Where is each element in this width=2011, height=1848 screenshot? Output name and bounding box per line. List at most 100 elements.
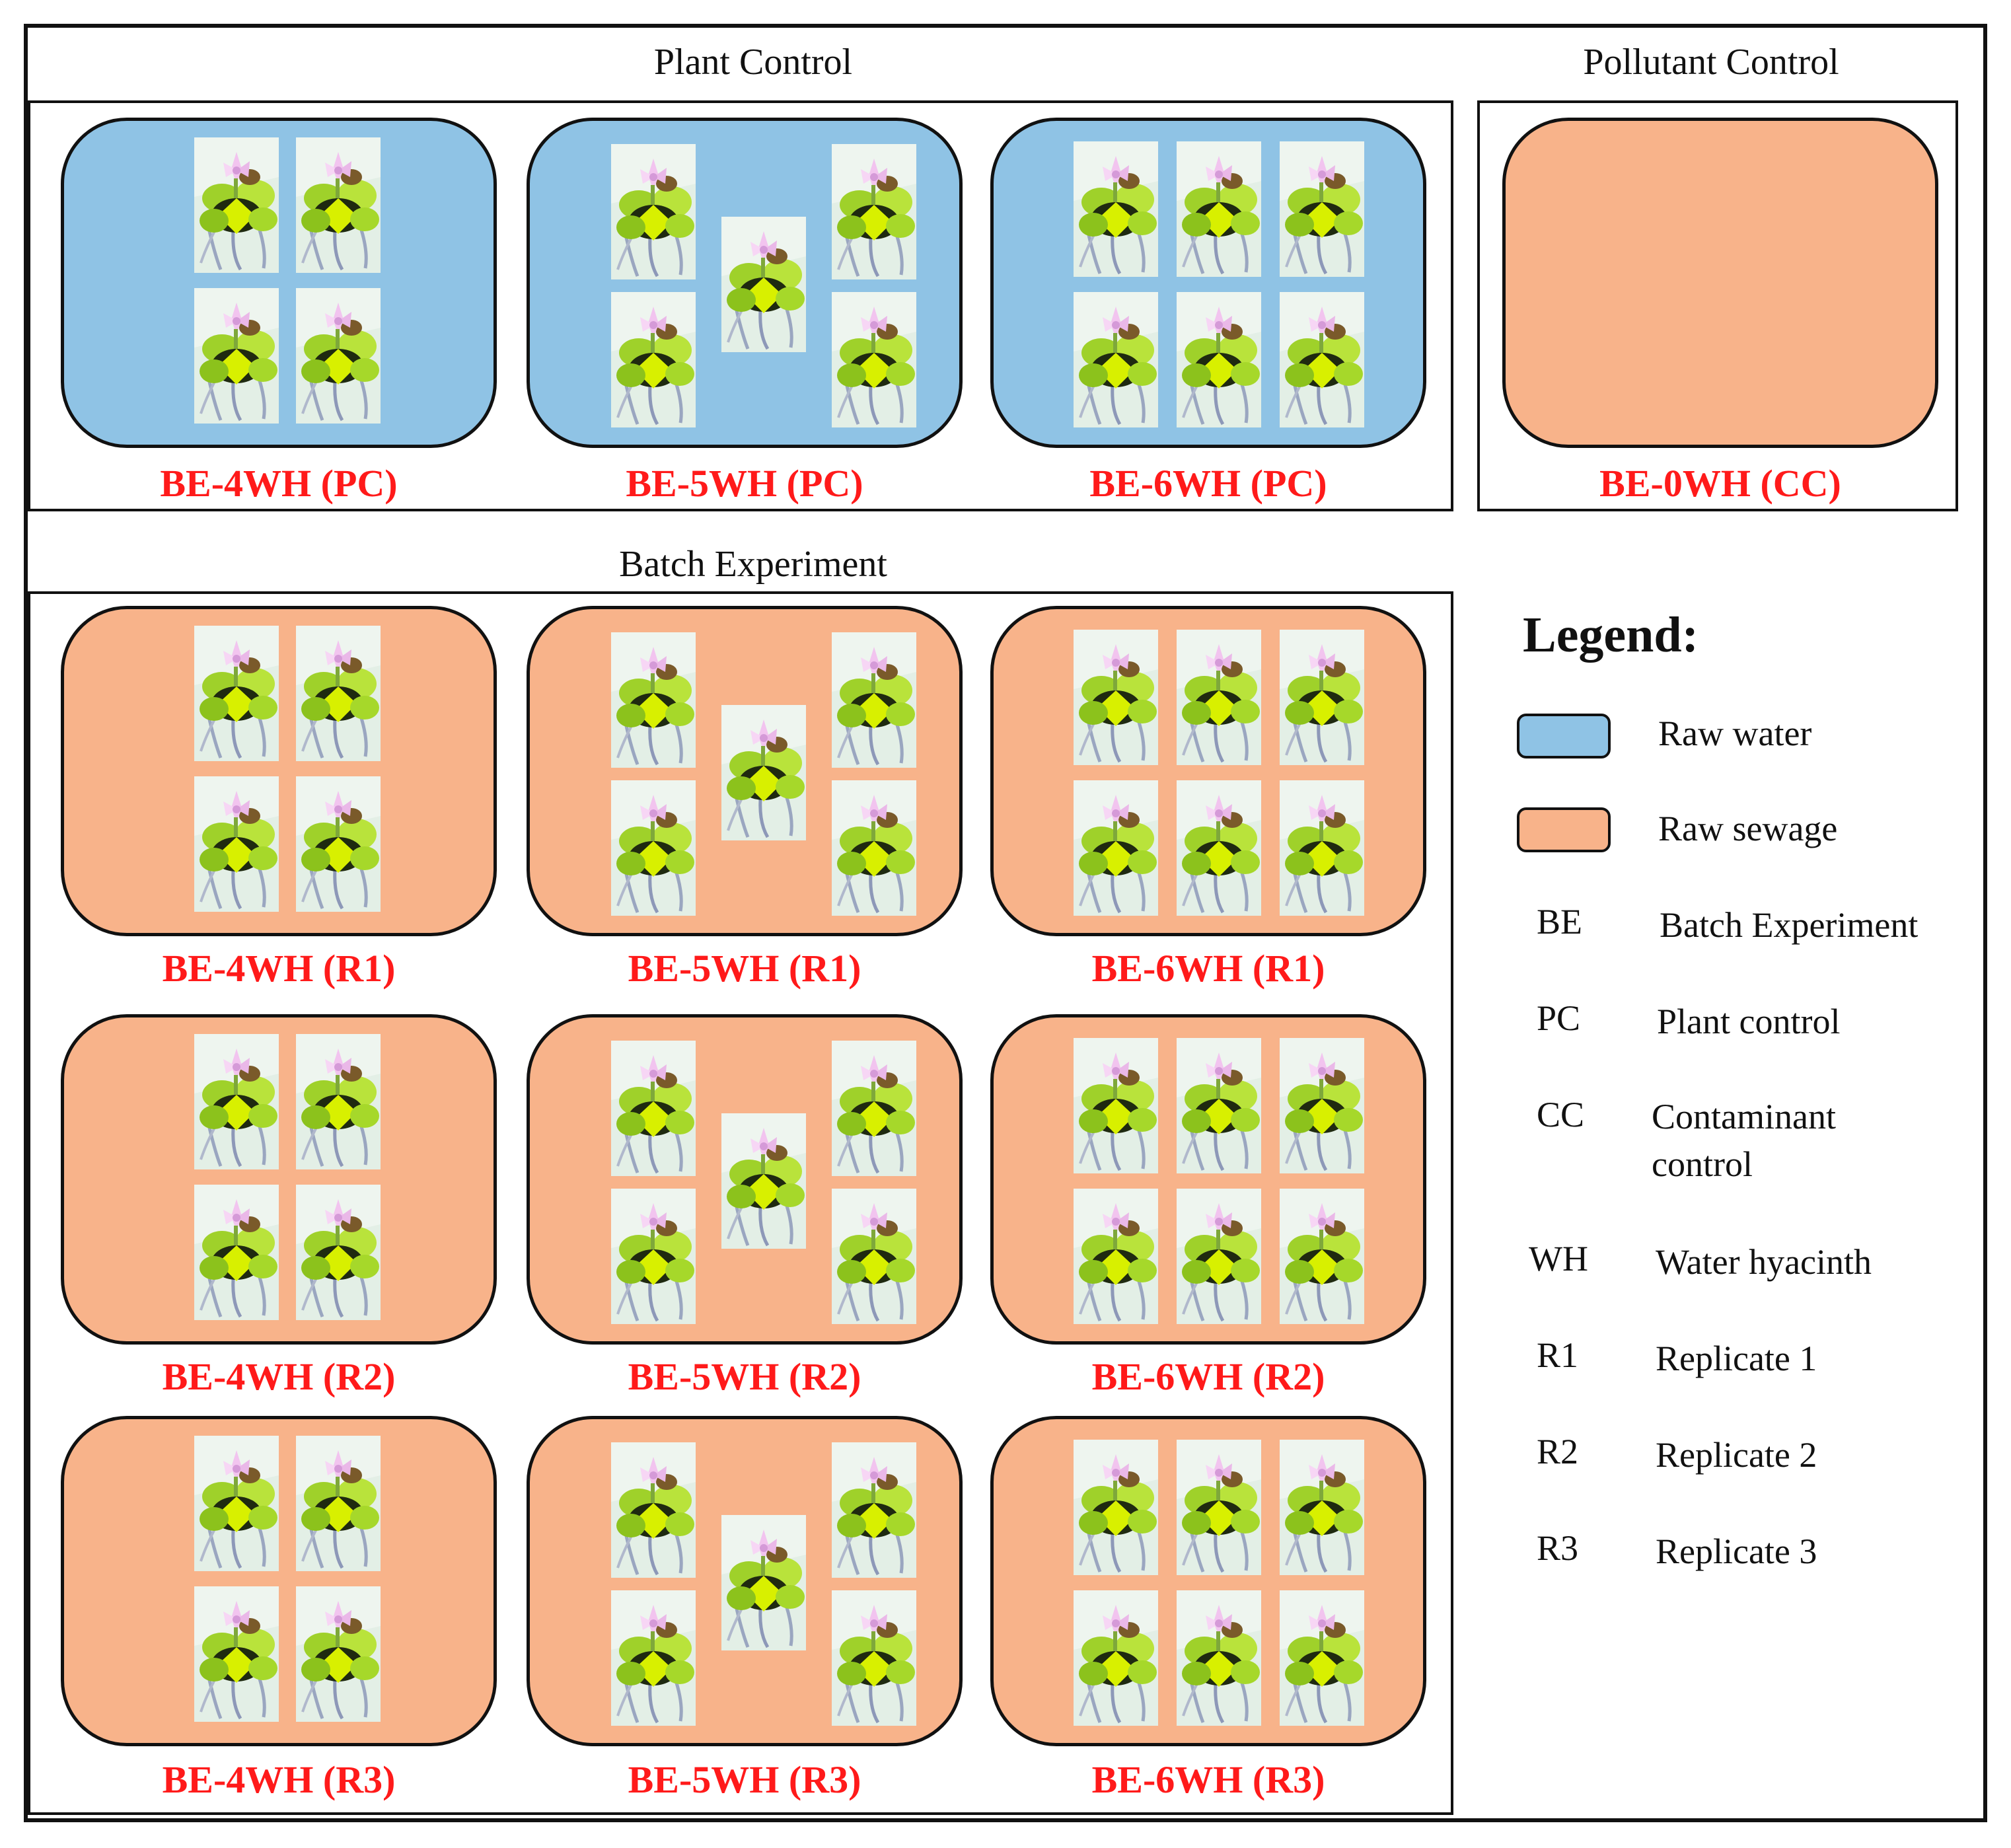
water-hyacinth-plant — [611, 144, 696, 279]
water-hyacinth-plant — [1280, 630, 1364, 765]
water-hyacinth-plant — [721, 1515, 806, 1650]
tank-label-be-0wh-cc: BE-0WH (CC) — [1599, 462, 1841, 505]
water-hyacinth-plant — [721, 217, 806, 352]
plant-control-title: Plant Control — [653, 42, 853, 83]
pollutant-control-title: Pollutant Control — [1583, 42, 1839, 83]
tank-label-be-6wh-r1: BE-6WH (R1) — [1091, 947, 1325, 990]
legend-abbr: R3 — [1537, 1528, 1579, 1568]
water-hyacinth-plant — [194, 1586, 279, 1722]
water-hyacinth-plant — [1280, 780, 1364, 916]
tank-be-0wh-cc — [1502, 118, 1938, 448]
water-hyacinth-plant — [611, 1442, 696, 1578]
water-hyacinth-plant — [611, 292, 696, 427]
water-hyacinth-plant — [1280, 1038, 1364, 1173]
water-hyacinth-plant — [194, 1034, 279, 1169]
legend-desc: Plant control — [1657, 1002, 1841, 1041]
water-hyacinth-plant — [1177, 1590, 1261, 1726]
tank-label-be-4wh-r2: BE-4WH (R2) — [162, 1355, 396, 1398]
water-hyacinth-plant — [296, 1185, 381, 1320]
legend-desc: Water hyacinth — [1656, 1242, 1872, 1282]
water-hyacinth-plant — [1280, 1590, 1364, 1726]
tank-label-be-4wh-r3: BE-4WH (R3) — [162, 1758, 396, 1801]
legend-abbr: PC — [1537, 998, 1581, 1038]
water-hyacinth-plant — [832, 1189, 916, 1324]
legend-desc: Replicate 2 — [1656, 1435, 1817, 1475]
water-hyacinth-plant — [832, 292, 916, 427]
tank-be-4wh-pc — [61, 118, 497, 448]
tank-be-4wh-r1 — [61, 606, 497, 936]
water-hyacinth-plant — [1074, 1038, 1158, 1173]
water-hyacinth-plant — [1074, 1440, 1158, 1575]
tank-label-be-6wh-r2: BE-6WH (R2) — [1091, 1355, 1325, 1398]
legend-desc: Replicate 1 — [1656, 1339, 1817, 1378]
water-hyacinth-plant — [1074, 1590, 1158, 1726]
water-hyacinth-plant — [296, 776, 381, 912]
legend-abbr: BE — [1537, 902, 1583, 942]
water-hyacinth-plant — [1177, 1189, 1261, 1324]
water-hyacinth-plant — [832, 1442, 916, 1578]
water-hyacinth-plant — [296, 1586, 381, 1722]
legend-label-raw-sewage: Raw sewage — [1658, 809, 1838, 848]
water-hyacinth-plant — [194, 626, 279, 761]
water-hyacinth-plant — [1177, 1440, 1261, 1575]
water-hyacinth-plant — [296, 1436, 381, 1571]
water-hyacinth-plant — [194, 776, 279, 912]
legend-desc: Contaminant control — [1652, 1097, 1836, 1184]
water-hyacinth-plant — [721, 1113, 806, 1249]
water-hyacinth-plant — [194, 1436, 279, 1571]
water-hyacinth-plant — [194, 1185, 279, 1320]
water-hyacinth-plant — [611, 1590, 696, 1726]
water-hyacinth-plant — [296, 626, 381, 761]
outer-frame — [24, 24, 1987, 1822]
legend-title: Legend: — [1523, 607, 1699, 663]
water-hyacinth-plant — [832, 1590, 916, 1726]
water-hyacinth-plant — [1074, 780, 1158, 916]
tank-be-4wh-r3 — [61, 1416, 497, 1746]
legend-swatch-raw-water — [1517, 714, 1611, 758]
tank-label-be-5wh-pc: BE-5WH (PC) — [626, 462, 863, 505]
water-hyacinth-plant — [1280, 141, 1364, 277]
legend-abbr: CC — [1537, 1095, 1585, 1134]
legend-desc: Replicate 3 — [1656, 1532, 1817, 1571]
water-hyacinth-plant — [1177, 1038, 1261, 1173]
tank-label-be-5wh-r3: BE-5WH (R3) — [628, 1758, 861, 1801]
water-hyacinth-plant — [296, 288, 381, 424]
water-hyacinth-plant — [1280, 1440, 1364, 1575]
water-hyacinth-plant — [1074, 630, 1158, 765]
water-hyacinth-plant — [194, 137, 279, 273]
tank-label-be-5wh-r1: BE-5WH (R1) — [628, 947, 861, 990]
tank-label-be-4wh-pc: BE-4WH (PC) — [160, 462, 398, 505]
water-hyacinth-plant — [296, 137, 381, 273]
water-hyacinth-plant — [296, 1034, 381, 1169]
tank-label-be-6wh-pc: BE-6WH (PC) — [1089, 462, 1327, 505]
water-hyacinth-plant — [611, 780, 696, 916]
water-hyacinth-plant — [832, 632, 916, 768]
water-hyacinth-plant — [1177, 292, 1261, 427]
legend-desc: Batch Experiment — [1660, 905, 1919, 945]
water-hyacinth-plant — [1280, 292, 1364, 427]
water-hyacinth-plant — [1074, 1189, 1158, 1324]
legend-swatch-raw-sewage — [1517, 807, 1611, 852]
water-hyacinth-plant — [1177, 780, 1261, 916]
batch-experiment-title: Batch Experiment — [619, 544, 887, 585]
legend-abbr: R2 — [1537, 1432, 1579, 1471]
water-hyacinth-plant — [611, 1041, 696, 1176]
water-hyacinth-plant — [1177, 630, 1261, 765]
water-hyacinth-plant — [721, 705, 806, 840]
water-hyacinth-plant — [832, 780, 916, 916]
water-hyacinth-plant — [611, 632, 696, 768]
legend-abbr: R1 — [1537, 1335, 1579, 1375]
water-hyacinth-plant — [1280, 1189, 1364, 1324]
tank-label-be-6wh-r3: BE-6WH (R3) — [1091, 1758, 1325, 1801]
water-hyacinth-plant — [1177, 141, 1261, 277]
water-hyacinth-plant — [611, 1189, 696, 1324]
water-hyacinth-plant — [832, 1041, 916, 1176]
tank-label-be-4wh-r1: BE-4WH (R1) — [162, 947, 396, 990]
water-hyacinth-plant — [1074, 292, 1158, 427]
water-hyacinth-plant — [832, 144, 916, 279]
legend-label-raw-water: Raw water — [1658, 714, 1812, 753]
legend-abbr: WH — [1529, 1239, 1588, 1278]
water-hyacinth-plant — [1074, 141, 1158, 277]
tank-label-be-5wh-r2: BE-5WH (R2) — [628, 1355, 861, 1398]
